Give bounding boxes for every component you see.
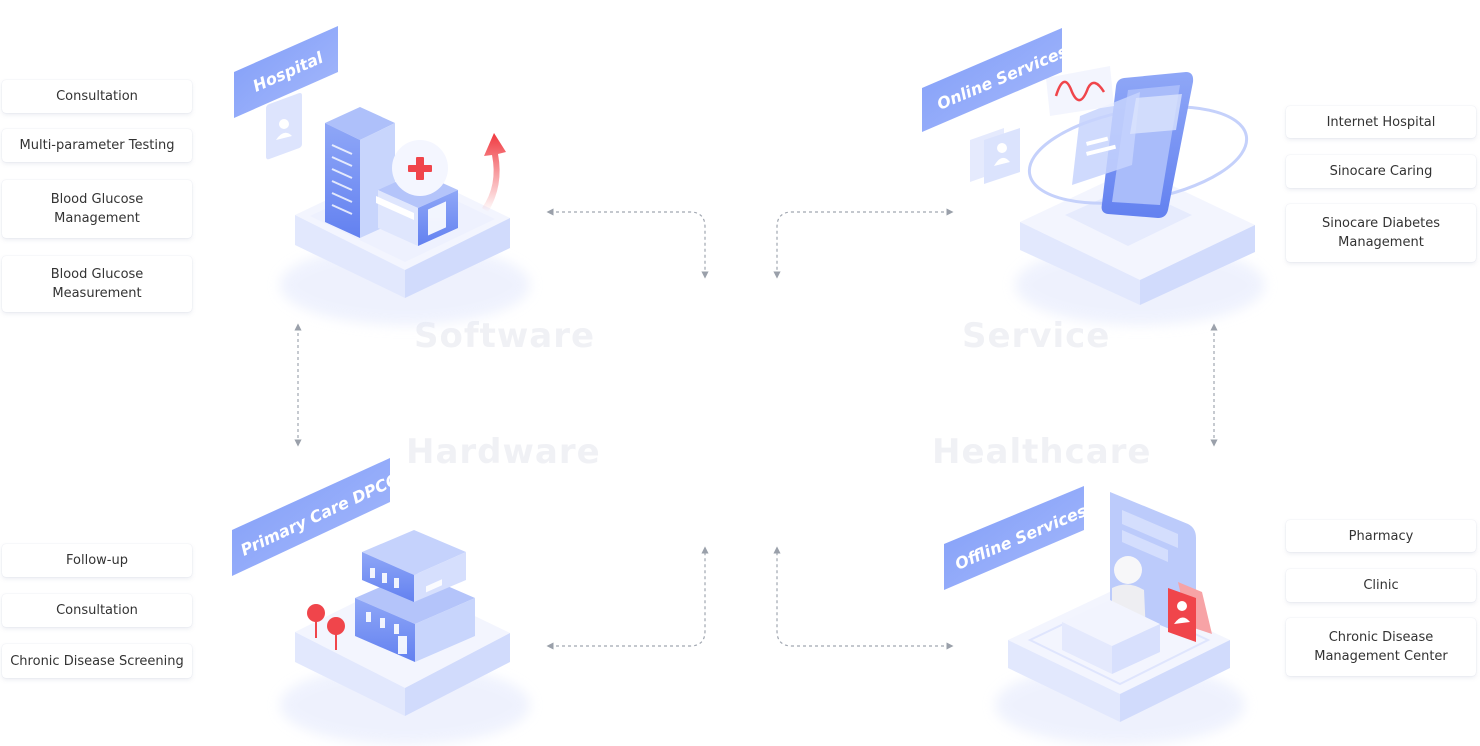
hospital-node: Hospital [234, 26, 530, 325]
card-pharmacy: Pharmacy [1286, 520, 1476, 552]
card-consultation-bottom: Consultation [2, 594, 192, 627]
card-blood-glucose-measurement: Blood Glucose Measurement [2, 256, 192, 312]
primary-care-node: Primary Care DPCC [232, 458, 530, 745]
online-services-node: Online Services [922, 28, 1265, 325]
quadrant-hardware-label: Hardware [406, 432, 601, 472]
arrow-hospital-center [546, 208, 709, 279]
quadrant-service-label: Service [962, 316, 1111, 356]
arrow-online-center [773, 208, 954, 279]
card-blood-glucose-management: Blood Glucose Management [2, 180, 192, 238]
connector-arrows [294, 208, 1218, 650]
card-chronic-disease-screening: Chronic Disease Screening [2, 644, 192, 678]
card-sinocare-caring: Sinocare Caring [1286, 155, 1476, 188]
card-follow-up: Follow-up [2, 544, 192, 577]
arrow-offline-center [773, 546, 954, 650]
card-internet-hospital: Internet Hospital [1286, 106, 1476, 138]
card-consultation-top: Consultation [2, 80, 192, 113]
offline-services-node: Offline Services [944, 486, 1245, 745]
arrow-primary-center [546, 546, 709, 650]
quadrant-healthcare-label: Healthcare [932, 432, 1152, 472]
card-multi-parameter-testing: Multi-parameter Testing [2, 129, 192, 162]
card-chronic-disease-management-center: Chronic Disease Management Center [1286, 618, 1476, 676]
card-clinic: Clinic [1286, 569, 1476, 602]
card-sinocare-diabetes-management: Sinocare Diabetes Management [1286, 204, 1476, 262]
